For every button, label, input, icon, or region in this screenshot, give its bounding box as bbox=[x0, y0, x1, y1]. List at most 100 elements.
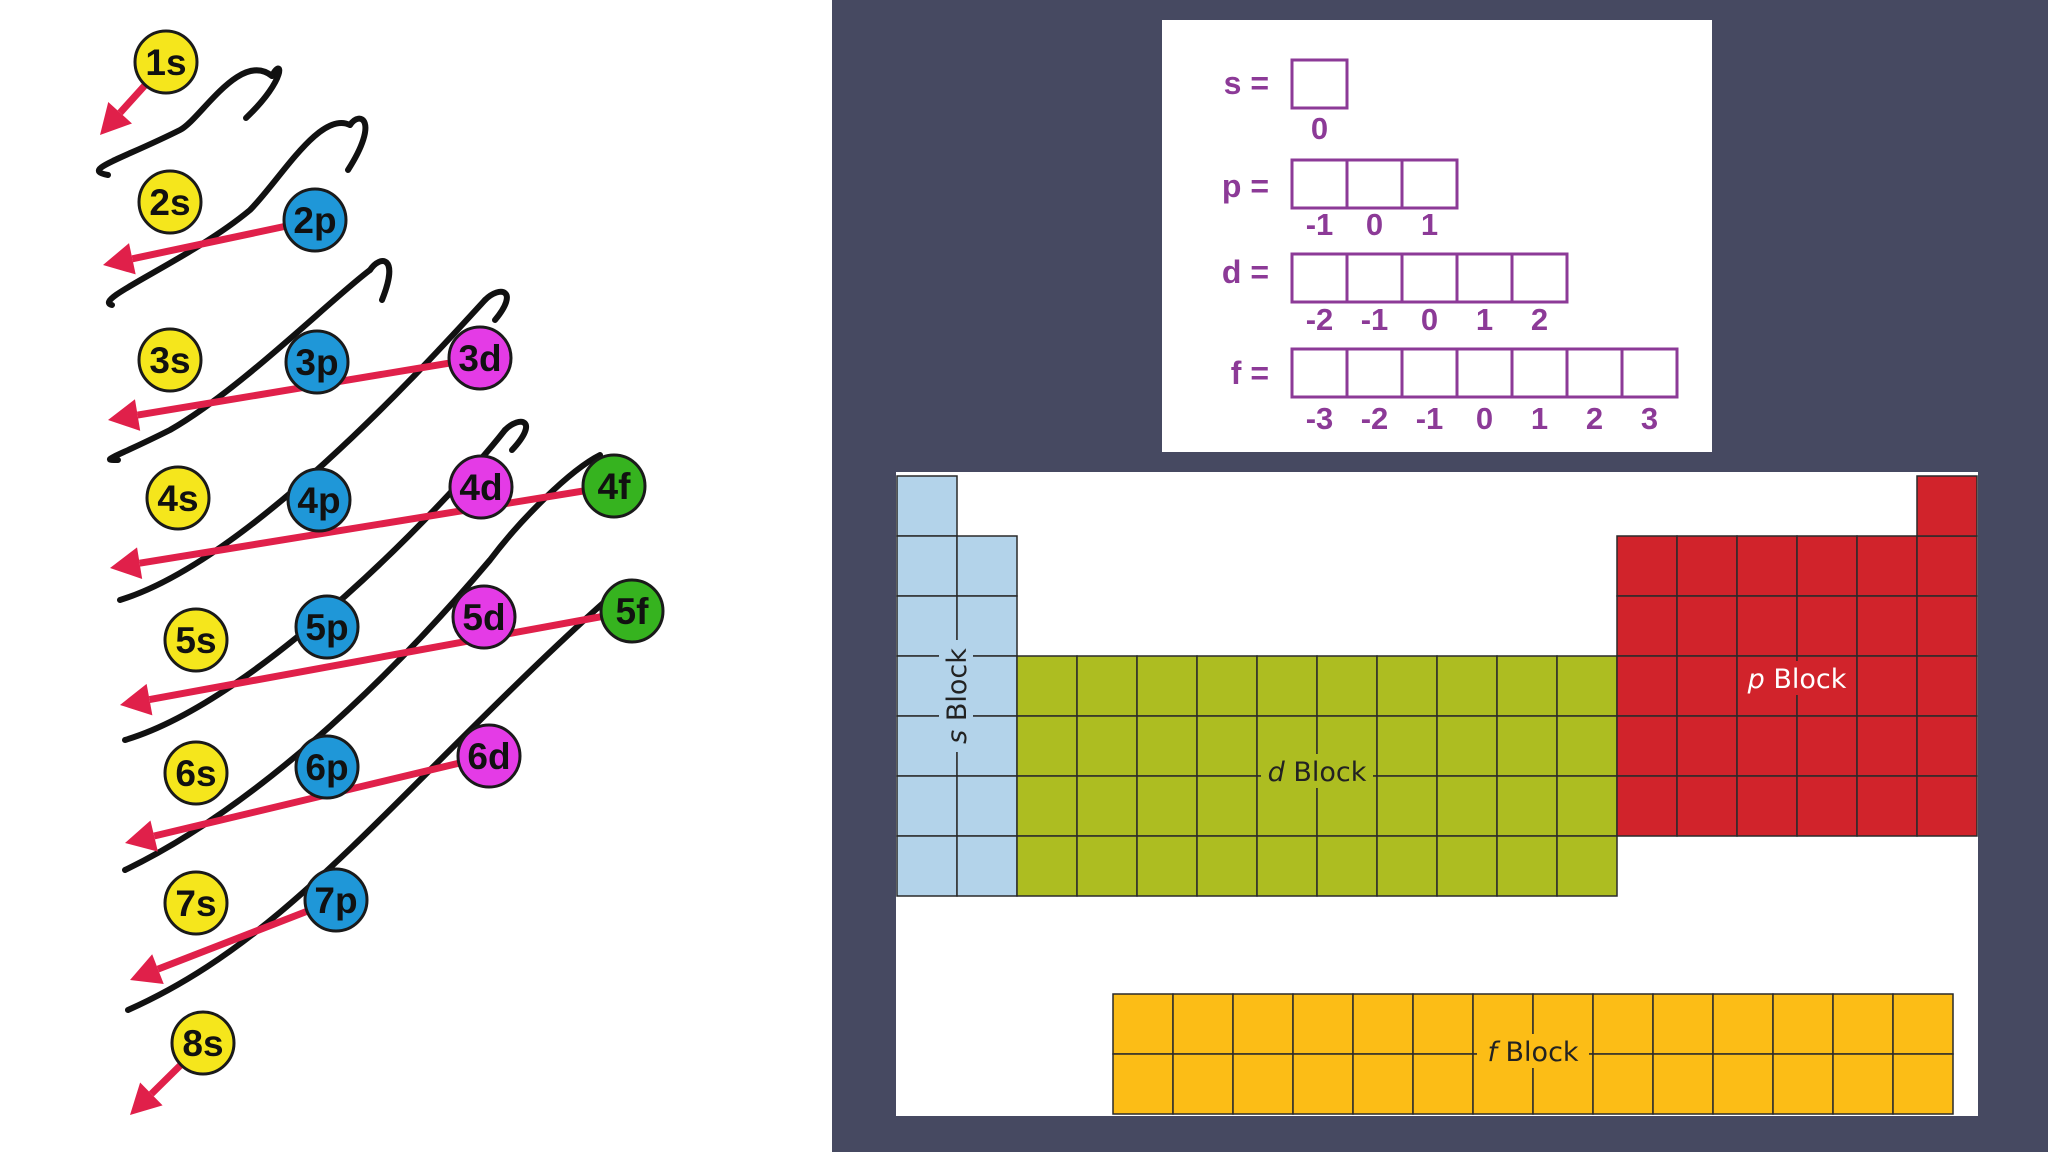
orbital-box bbox=[1565, 347, 1624, 399]
element-cell bbox=[1676, 715, 1738, 777]
serpentine-connector bbox=[106, 267, 373, 463]
block-word: Block bbox=[942, 648, 973, 730]
element-cell bbox=[1136, 715, 1198, 777]
s-block: s Block bbox=[896, 475, 1018, 897]
element-cell bbox=[1496, 775, 1558, 837]
label-backing bbox=[939, 640, 973, 752]
element-cell bbox=[1856, 535, 1918, 597]
orbital-circle bbox=[137, 169, 203, 235]
element-cell bbox=[896, 835, 958, 897]
element-cell bbox=[1916, 475, 1978, 537]
serpentine-connector bbox=[502, 418, 529, 453]
arrow-head bbox=[103, 243, 136, 275]
element-cell bbox=[1796, 535, 1858, 597]
element-cell bbox=[1856, 655, 1918, 717]
element-cell bbox=[1136, 655, 1198, 717]
arrow-head bbox=[130, 954, 164, 985]
orbital-circle bbox=[170, 1010, 236, 1076]
element-cell bbox=[1076, 835, 1138, 897]
arrow-head bbox=[130, 1082, 163, 1115]
d-block: d Block bbox=[1016, 655, 1618, 897]
serpentine-connector bbox=[482, 288, 510, 323]
element-cell bbox=[1016, 775, 1078, 837]
arrow-head bbox=[125, 820, 158, 852]
element-cell bbox=[1256, 835, 1318, 897]
element-cell bbox=[1856, 715, 1918, 777]
orbital-label: 3s bbox=[149, 340, 190, 381]
element-cell bbox=[1916, 655, 1978, 717]
orbital-label: 3d bbox=[458, 338, 501, 379]
element-cell bbox=[1916, 595, 1978, 657]
element-cell bbox=[1796, 595, 1858, 657]
element-cell bbox=[1496, 715, 1558, 777]
element-cell bbox=[1616, 595, 1678, 657]
orbital-circle bbox=[456, 723, 522, 789]
d-block-label-group: d Block bbox=[1261, 754, 1373, 788]
ml-value-label: -2 bbox=[1361, 401, 1389, 436]
element-cell bbox=[1376, 655, 1438, 717]
element-cell bbox=[1076, 775, 1138, 837]
element-cell bbox=[1556, 715, 1618, 777]
orbital-label: 4p bbox=[297, 480, 340, 521]
element-cell bbox=[1916, 535, 1978, 597]
orbital-4f: 4f bbox=[581, 453, 647, 519]
element-cell bbox=[1256, 655, 1318, 717]
ml-value-label: -1 bbox=[1361, 302, 1389, 337]
orbital-box bbox=[1290, 347, 1349, 399]
orbital-4p: 4p bbox=[286, 467, 352, 533]
element-cell bbox=[956, 835, 1018, 897]
ml-value-label: -2 bbox=[1306, 302, 1334, 337]
element-cell bbox=[1352, 1053, 1414, 1115]
orbital-label: 4s bbox=[157, 478, 198, 519]
element-cell bbox=[1436, 775, 1498, 837]
element-cell bbox=[1016, 715, 1078, 777]
p-block: p Block bbox=[1616, 475, 1978, 837]
orbital-circle bbox=[163, 740, 229, 806]
element-cell bbox=[1892, 993, 1954, 1055]
serpentine-connector bbox=[117, 297, 488, 603]
p-block-label: p Block bbox=[1747, 664, 1847, 695]
orbital-2s: 2s bbox=[137, 169, 203, 235]
orbital-5s: 5s bbox=[163, 607, 229, 673]
orbital-row-s: s =0 bbox=[1224, 58, 1349, 146]
orbital-4d: 4d bbox=[448, 454, 514, 520]
orbital-circle bbox=[282, 187, 348, 253]
element-cell bbox=[1112, 993, 1174, 1055]
ml-value-label: 0 bbox=[1476, 401, 1493, 436]
orbital-circle bbox=[286, 467, 352, 533]
p-block-label-group: p Block bbox=[1741, 661, 1853, 695]
block-word: Block bbox=[1497, 1037, 1579, 1068]
element-cell bbox=[1076, 655, 1138, 717]
element-cell bbox=[1376, 775, 1438, 837]
block-letter: d bbox=[1268, 757, 1286, 788]
filling-order-arrow bbox=[148, 607, 633, 704]
element-cell bbox=[1112, 1053, 1174, 1115]
ml-value-label: -1 bbox=[1416, 401, 1444, 436]
orbital-5d: 5d bbox=[451, 584, 517, 650]
element-cell bbox=[1172, 1053, 1234, 1115]
block-word: Block bbox=[1285, 757, 1367, 788]
element-cell bbox=[1436, 655, 1498, 717]
orbital-label: 5d bbox=[462, 597, 505, 638]
orbital-6d: 6d bbox=[456, 723, 522, 789]
element-cell bbox=[1352, 993, 1414, 1055]
orbital-box bbox=[1400, 252, 1459, 304]
ml-value-label: 0 bbox=[1311, 111, 1328, 146]
ml-value-label: 3 bbox=[1641, 401, 1658, 436]
element-cell bbox=[1592, 1053, 1654, 1115]
d-block-label: d Block bbox=[1268, 757, 1367, 788]
orbital-label: 2s bbox=[149, 182, 190, 223]
element-cell bbox=[896, 535, 958, 597]
filling-order-arrow bbox=[139, 482, 615, 567]
orbital-circle bbox=[294, 594, 360, 660]
orbital-circle bbox=[451, 584, 517, 650]
element-cell bbox=[1772, 993, 1834, 1055]
element-cell bbox=[1616, 655, 1678, 717]
ml-value-label: 2 bbox=[1586, 401, 1603, 436]
ml-value-label: -3 bbox=[1306, 401, 1334, 436]
orbital-1s: 1s bbox=[133, 29, 199, 95]
element-cell bbox=[1232, 1053, 1294, 1115]
orbital-equation-label: p = bbox=[1222, 168, 1269, 204]
element-cell bbox=[1676, 595, 1738, 657]
